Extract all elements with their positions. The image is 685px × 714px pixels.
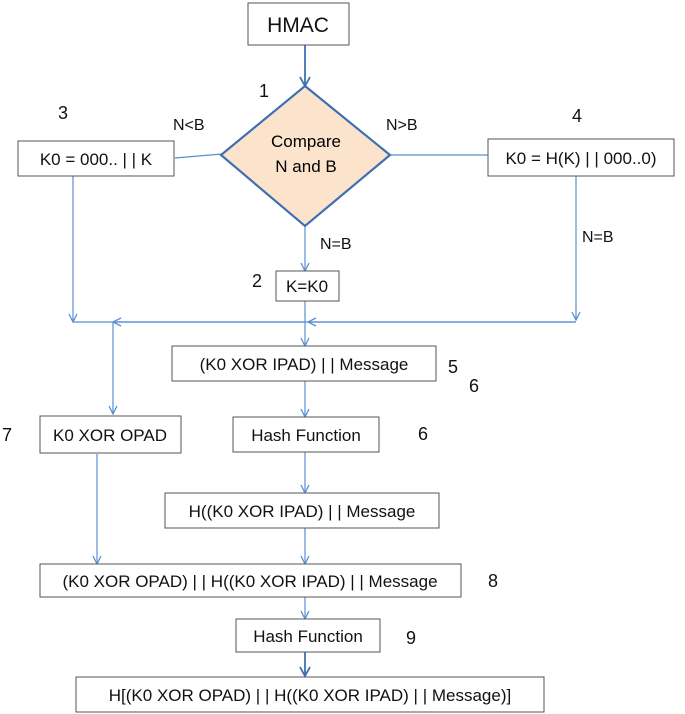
hash-function-1-label: Hash Function bbox=[251, 426, 361, 445]
k0-hash-label: K0 = H(K) | | 000..0) bbox=[505, 149, 656, 168]
k0-hash-node: K0 = H(K) | | 000..0) bbox=[487, 138, 675, 177]
edge-label-eq-center: N=B bbox=[320, 236, 352, 253]
decision-node: Compare N and B bbox=[219, 84, 392, 228]
decision-shape bbox=[219, 84, 392, 228]
decision-label-line2: N and B bbox=[275, 157, 336, 176]
final-label: H[(K0 XOR OPAD) | | H((K0 XOR IPAD) | | … bbox=[109, 686, 511, 705]
edges bbox=[73, 45, 576, 678]
step-number-7: 7 bbox=[2, 425, 12, 445]
step-number-6a: 6 bbox=[469, 376, 479, 396]
hash-function-2-node: Hash Function bbox=[235, 618, 381, 653]
final-node: H[(K0 XOR OPAD) | | H((K0 XOR IPAD) | | … bbox=[75, 676, 545, 713]
step-number-4: 4 bbox=[572, 106, 582, 126]
opad-label: K0 XOR OPAD bbox=[53, 426, 167, 445]
step-number-6b: 6 bbox=[418, 424, 428, 444]
ipad-msg-label: (K0 XOR IPAD) | | Message bbox=[200, 355, 409, 374]
hash-function-2-label: Hash Function bbox=[253, 627, 363, 646]
h-inner-label: H((K0 XOR IPAD) | | Message bbox=[189, 502, 416, 521]
edge-label-lt: N<B bbox=[173, 117, 205, 134]
step-number-5: 5 bbox=[448, 357, 458, 377]
k-eq-k0-label: K=K0 bbox=[286, 277, 328, 296]
opad-node: K0 XOR OPAD bbox=[39, 415, 182, 454]
edge-label-eq-right: N=B bbox=[582, 229, 614, 246]
hash-function-1-node: Hash Function bbox=[232, 416, 380, 453]
decision-label-line1: Compare bbox=[271, 132, 341, 151]
h-inner-node: H((K0 XOR IPAD) | | Message bbox=[164, 492, 440, 529]
step-number-8: 8 bbox=[488, 571, 498, 591]
step-number-3: 3 bbox=[58, 103, 68, 123]
edge-decision-to-k0-pad bbox=[174, 153, 223, 159]
edge-label-gt: N>B bbox=[386, 117, 418, 134]
k0-pad-label: K0 = 000.. | | K bbox=[40, 150, 153, 169]
start-label: HMAC bbox=[267, 14, 329, 37]
ipad-msg-node: (K0 XOR IPAD) | | Message bbox=[171, 345, 437, 382]
concat-node: (K0 XOR OPAD) | | H((K0 XOR IPAD) | | Me… bbox=[39, 563, 462, 598]
k0-pad-node: K0 = 000.. | | K bbox=[17, 140, 175, 177]
step-number-1: 1 bbox=[259, 81, 269, 101]
start-node: HMAC bbox=[247, 2, 350, 46]
step-number-9: 9 bbox=[406, 628, 416, 648]
step-number-2: 2 bbox=[252, 271, 262, 291]
k-eq-k0-node: K=K0 bbox=[275, 270, 340, 302]
concat-label: (K0 XOR OPAD) | | H((K0 XOR IPAD) | | Me… bbox=[62, 572, 437, 591]
